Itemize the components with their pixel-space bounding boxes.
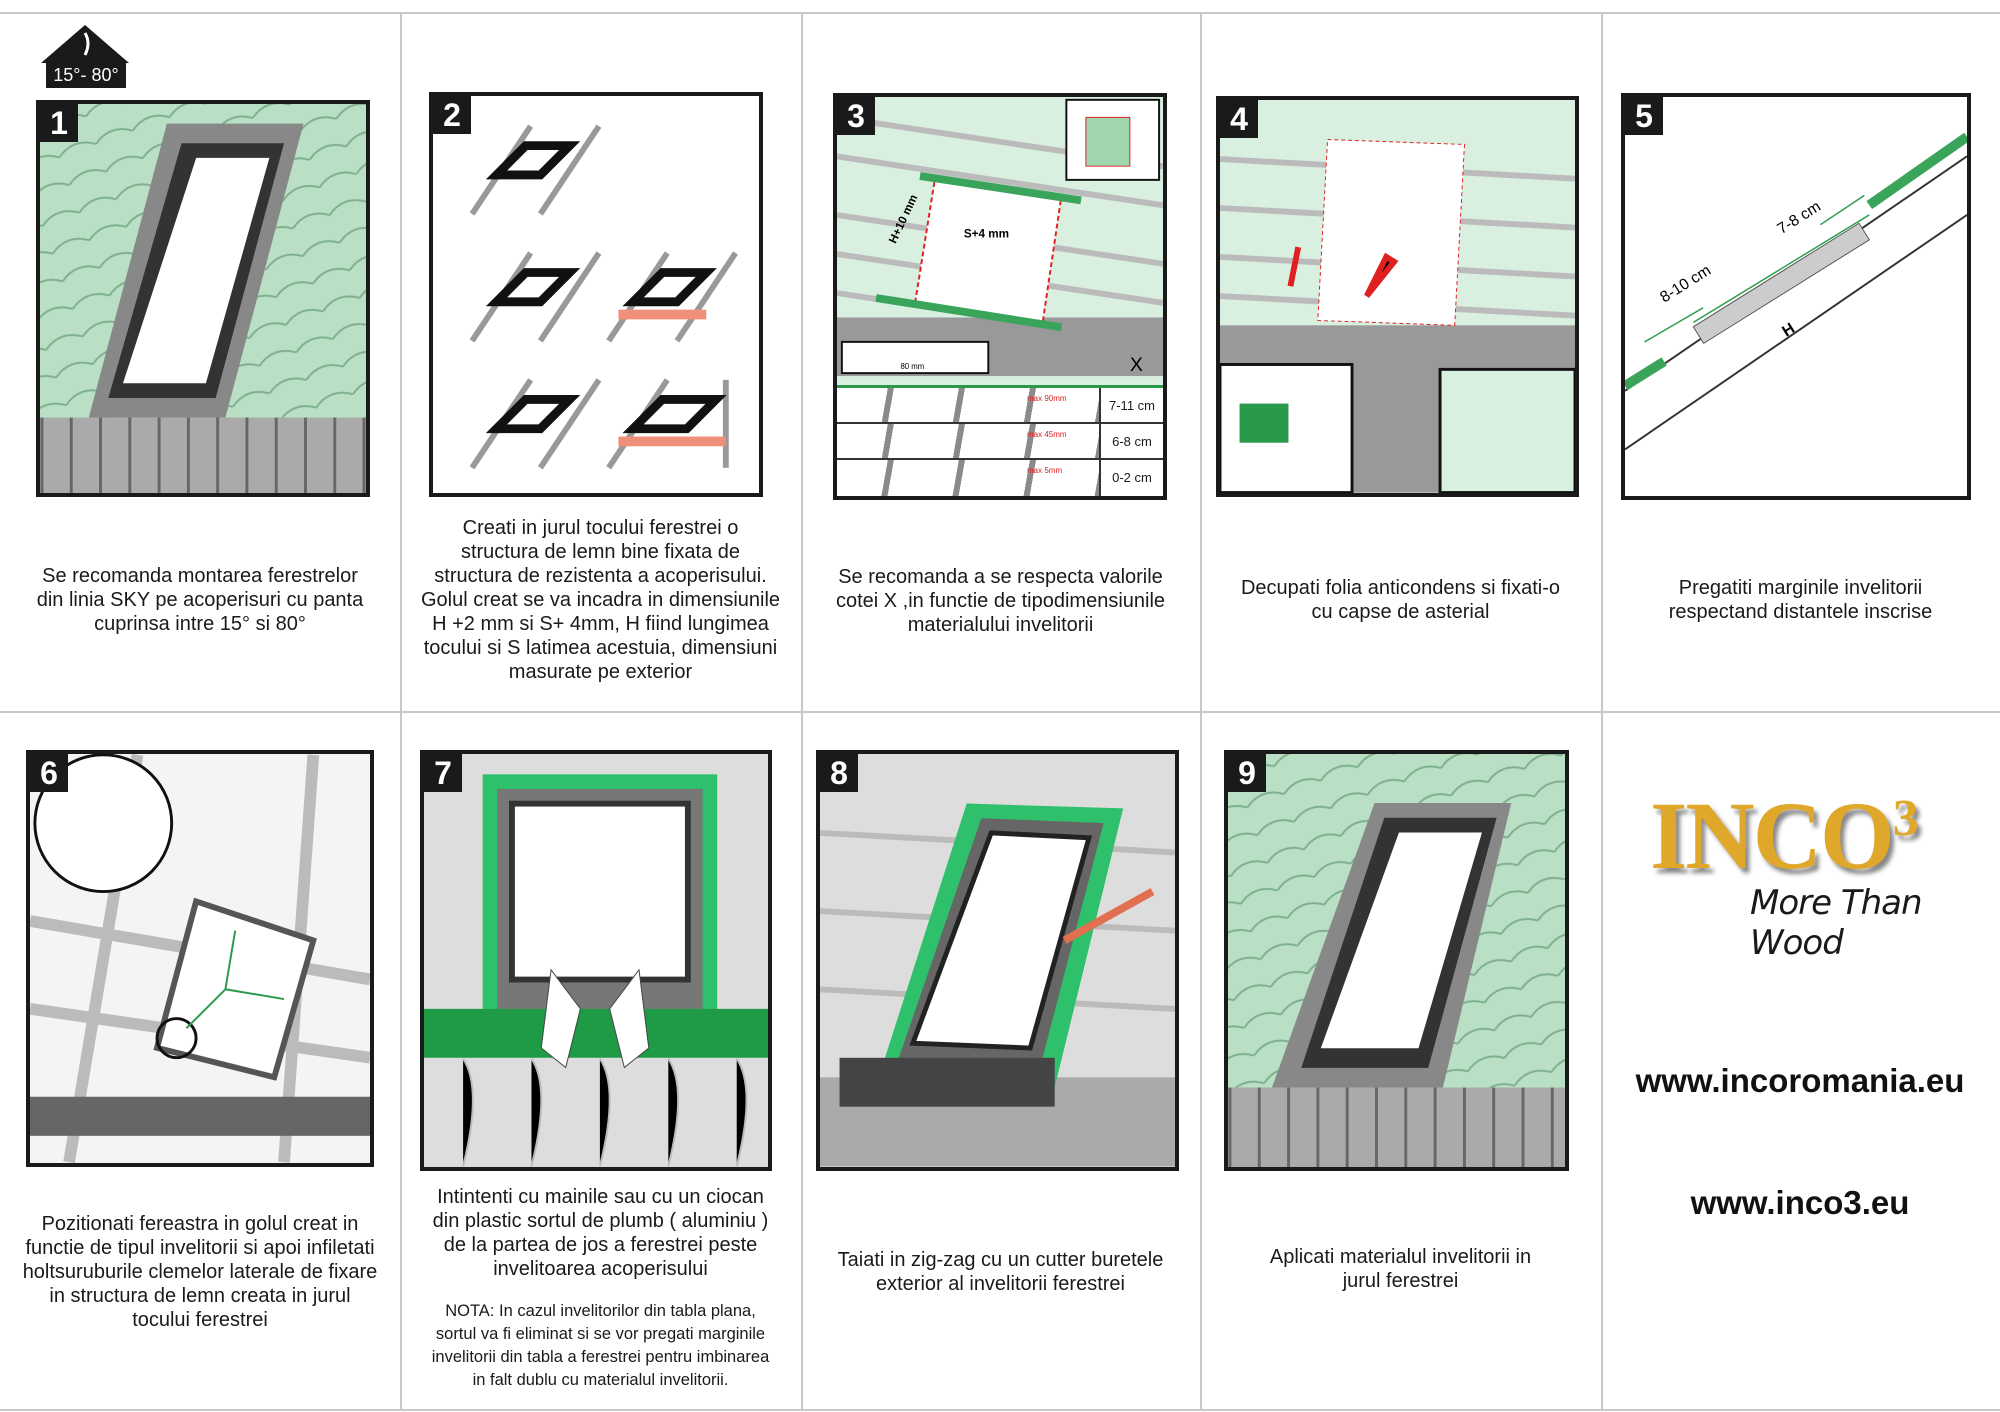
table-row: max 45mm 6-8 cm [837, 424, 1163, 460]
inco3-logo: INCO3 More Than Wood [1650, 780, 1970, 963]
step-number: 2 [433, 96, 471, 134]
step-2-illustration: 2 [429, 92, 763, 497]
step-8-caption: Taiati in zig-zag cu un cutter buretele … [837, 1249, 1164, 1295]
step-9-caption: Aplicati materialul invelitorii in jurul… [1269, 1246, 1532, 1292]
step-number: 8 [820, 754, 858, 792]
step-1-illustration: 1 [36, 100, 370, 497]
step-4-caption: Decupati folia anticondens si fixati-o c… [1240, 577, 1561, 623]
step-number: 5 [1625, 97, 1663, 135]
max-profile-label: max 45mm [1027, 430, 1067, 439]
step-4-illustration: 4 [1216, 96, 1579, 497]
distance-7-8-label: 7-8 cm [1774, 198, 1824, 238]
website-link-inco3[interactable]: www.inco3.eu [1690, 1184, 1910, 1221]
step-number: 6 [30, 754, 68, 792]
step-3-illustration: 3 H+10 mm S+4 mm 80 mm X max 90mm 7-11 cm… [833, 93, 1167, 500]
table-row: max 90mm 7-11 cm [837, 388, 1163, 424]
step-number: 1 [40, 104, 78, 142]
step-3-caption: Se recomanda a se respecta valorile cote… [835, 566, 1166, 636]
x-label: X [1130, 354, 1143, 376]
clearance-value: 7-11 cm [1109, 398, 1155, 413]
slope-badge: 15°- 80° [46, 62, 126, 88]
distance-8-10-label: 8-10 cm [1657, 262, 1714, 306]
step-7-note: NOTA: In cazul invelitorilor din tabla p… [431, 1302, 770, 1389]
height-label: H [1779, 320, 1798, 340]
step-number: 3 [837, 97, 875, 135]
table-row: max 5mm 0-2 cm [837, 460, 1163, 496]
step-7-caption: Intintenti cu mainile sau cu un ciocan d… [432, 1186, 769, 1280]
step-7-illustration: 7 [420, 750, 772, 1171]
step-2-caption: Creati in jurul tocului ferestrei o stru… [420, 517, 781, 683]
logo-sup: 3 [1892, 790, 1919, 847]
clearance-value: 6-8 cm [1112, 434, 1152, 449]
max-profile-label: max 90mm [1027, 394, 1067, 403]
step-1-caption: Se recomanda montarea ferestrelor din li… [36, 565, 364, 635]
roof-slope-icon [41, 25, 129, 63]
clearance-value: 0-2 cm [1112, 470, 1152, 485]
screw-length-label: 80 mm [900, 362, 924, 371]
logo-tagline: More Than Wood [1750, 883, 1923, 963]
website-link-incoromania[interactable]: www.incoromania.eu [1635, 1062, 1965, 1099]
step-number: 7 [424, 754, 462, 792]
step-6-caption: Pozitionati fereastra in golul creat in … [22, 1213, 378, 1331]
step-9-illustration: 9 [1224, 750, 1569, 1171]
dimension-width-label: S+4 mm [964, 227, 1009, 240]
step-6-illustration: 6 [26, 750, 374, 1167]
dimension-height-label: H+10 mm [886, 193, 920, 246]
step-number: 4 [1220, 100, 1258, 138]
roofing-clearance-table: max 90mm 7-11 cm max 45mm 6-8 cm max 5mm 0-… [837, 385, 1163, 496]
step-5-caption: Pregatiti marginile invelitorii respecta… [1668, 577, 1933, 623]
step-5-illustration: 5 8-10 cm 7-8 cm H [1621, 93, 1971, 500]
max-profile-label: max 5mm [1027, 466, 1063, 475]
step-number: 9 [1228, 754, 1266, 792]
step-8-illustration: 8 [816, 750, 1179, 1171]
logo-name: INCO [1650, 782, 1895, 889]
